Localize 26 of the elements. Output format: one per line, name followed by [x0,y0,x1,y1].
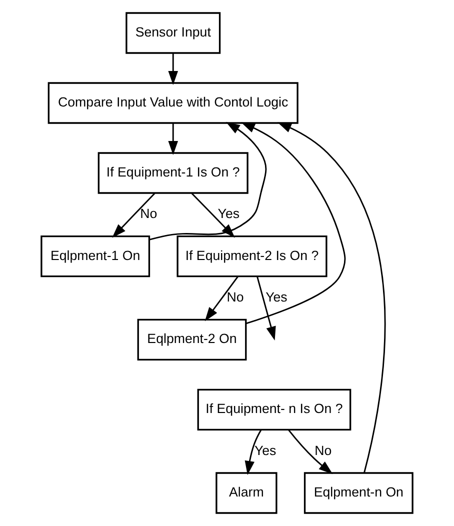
arrow [204,276,238,322]
node-box: Eqlpment-2 On [137,318,247,360]
arrow [244,430,262,476]
edge-label: Yes [266,289,288,304]
arrow [256,276,276,341]
edge-label: Yes [218,206,240,222]
node-box: Alarm [216,472,278,514]
node-box: If Equipment- n Is On ? [197,388,352,430]
arrow [277,122,386,473]
node-box: If Equipment-2 Is On ? [176,236,328,278]
arrow [191,192,235,238]
arrow [288,429,333,474]
edge-label: No [226,289,244,304]
arrow [168,123,178,156]
edge-label: No [314,442,332,458]
node-box: Eqlpment-n On [304,472,414,514]
node-box: Compare Input Value with Contol Logic [48,82,298,124]
arrow [168,53,178,86]
arrow [112,192,156,238]
edge-label: No [140,206,158,222]
node-box: Sensor Input [126,12,221,54]
arrow [149,122,267,240]
edge-label: Yes [254,442,276,458]
node-box: If Equipment-1 Is On ? [98,152,248,194]
node-box: Eqlpment-1 On [40,236,150,278]
arrow [240,122,346,324]
